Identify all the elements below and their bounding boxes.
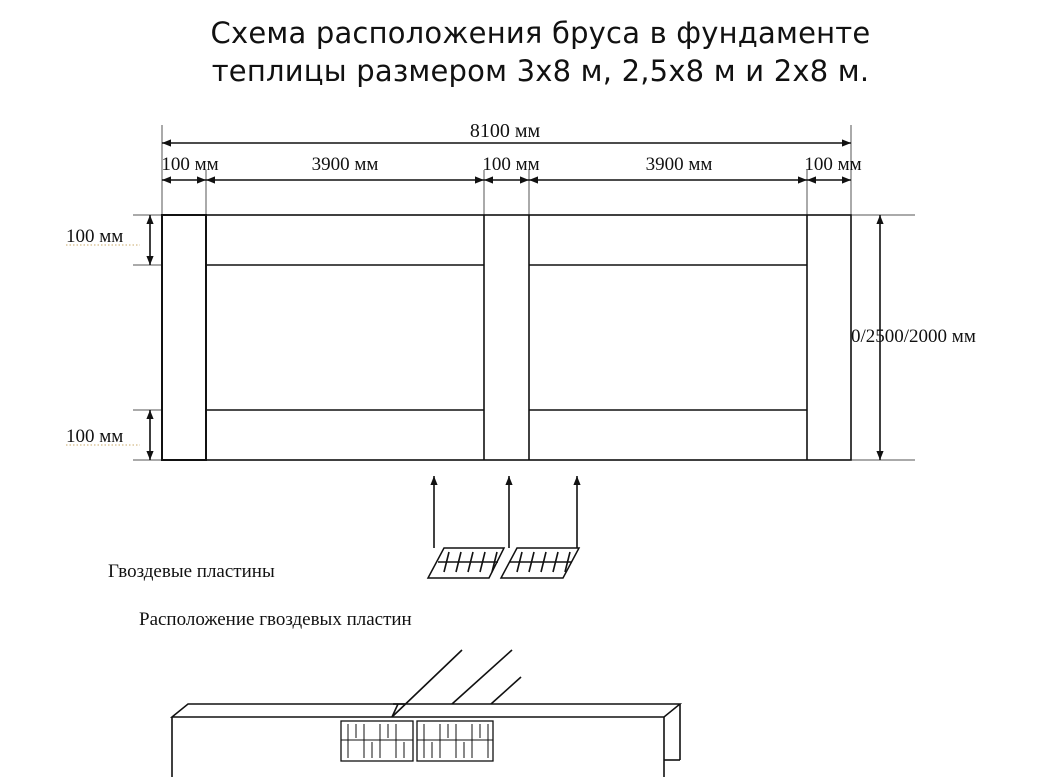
nail-plate-1	[426, 547, 506, 579]
total-length-dimension: 8100 мм	[162, 120, 851, 147]
height-dimension: 0/2500/2000 мм	[851, 215, 976, 460]
bottom-beam-label: 100 мм	[66, 426, 123, 447]
diagram-title: Схема расположения бруса в фундаменте те…	[0, 14, 1061, 90]
segment-dimensions: 100 мм 3900 мм 100 мм 3900 мм 100 мм	[161, 154, 862, 184]
foundation-frame	[161, 214, 852, 461]
height-label: 0/2500/2000 мм	[851, 326, 976, 347]
total-length-label: 8100 мм	[470, 120, 541, 142]
nail-plate-2	[499, 547, 581, 579]
nail-plates-label: Гвоздевые пластины	[108, 561, 275, 582]
segment-2-label: 3900 мм	[312, 154, 379, 175]
segment-3-label: 100 мм	[482, 154, 539, 175]
junction-arrows	[430, 476, 581, 548]
segment-5-label: 100 мм	[804, 154, 861, 175]
beam-nail-plate-right	[416, 720, 494, 762]
segment-1-label: 100 мм	[161, 154, 218, 175]
beam-width-dimensions: 100 мм 100 мм	[66, 215, 154, 460]
title-line-1: Схема расположения бруса в фундаменте	[210, 16, 871, 50]
beam-perspective	[169, 649, 683, 777]
left-end-beam	[161, 214, 207, 461]
top-beam-label: 100 мм	[66, 226, 123, 247]
frame-outline	[161, 214, 852, 461]
nail-plates-placement-label: Расположение гвоздевых пластин	[139, 609, 412, 630]
segment-4-label: 3900 мм	[646, 154, 713, 175]
title-line-2: теплицы размером 3х8 м, 2,5х8 м и 2х8 м.	[211, 54, 870, 88]
beam-nail-plate-left	[340, 720, 414, 762]
